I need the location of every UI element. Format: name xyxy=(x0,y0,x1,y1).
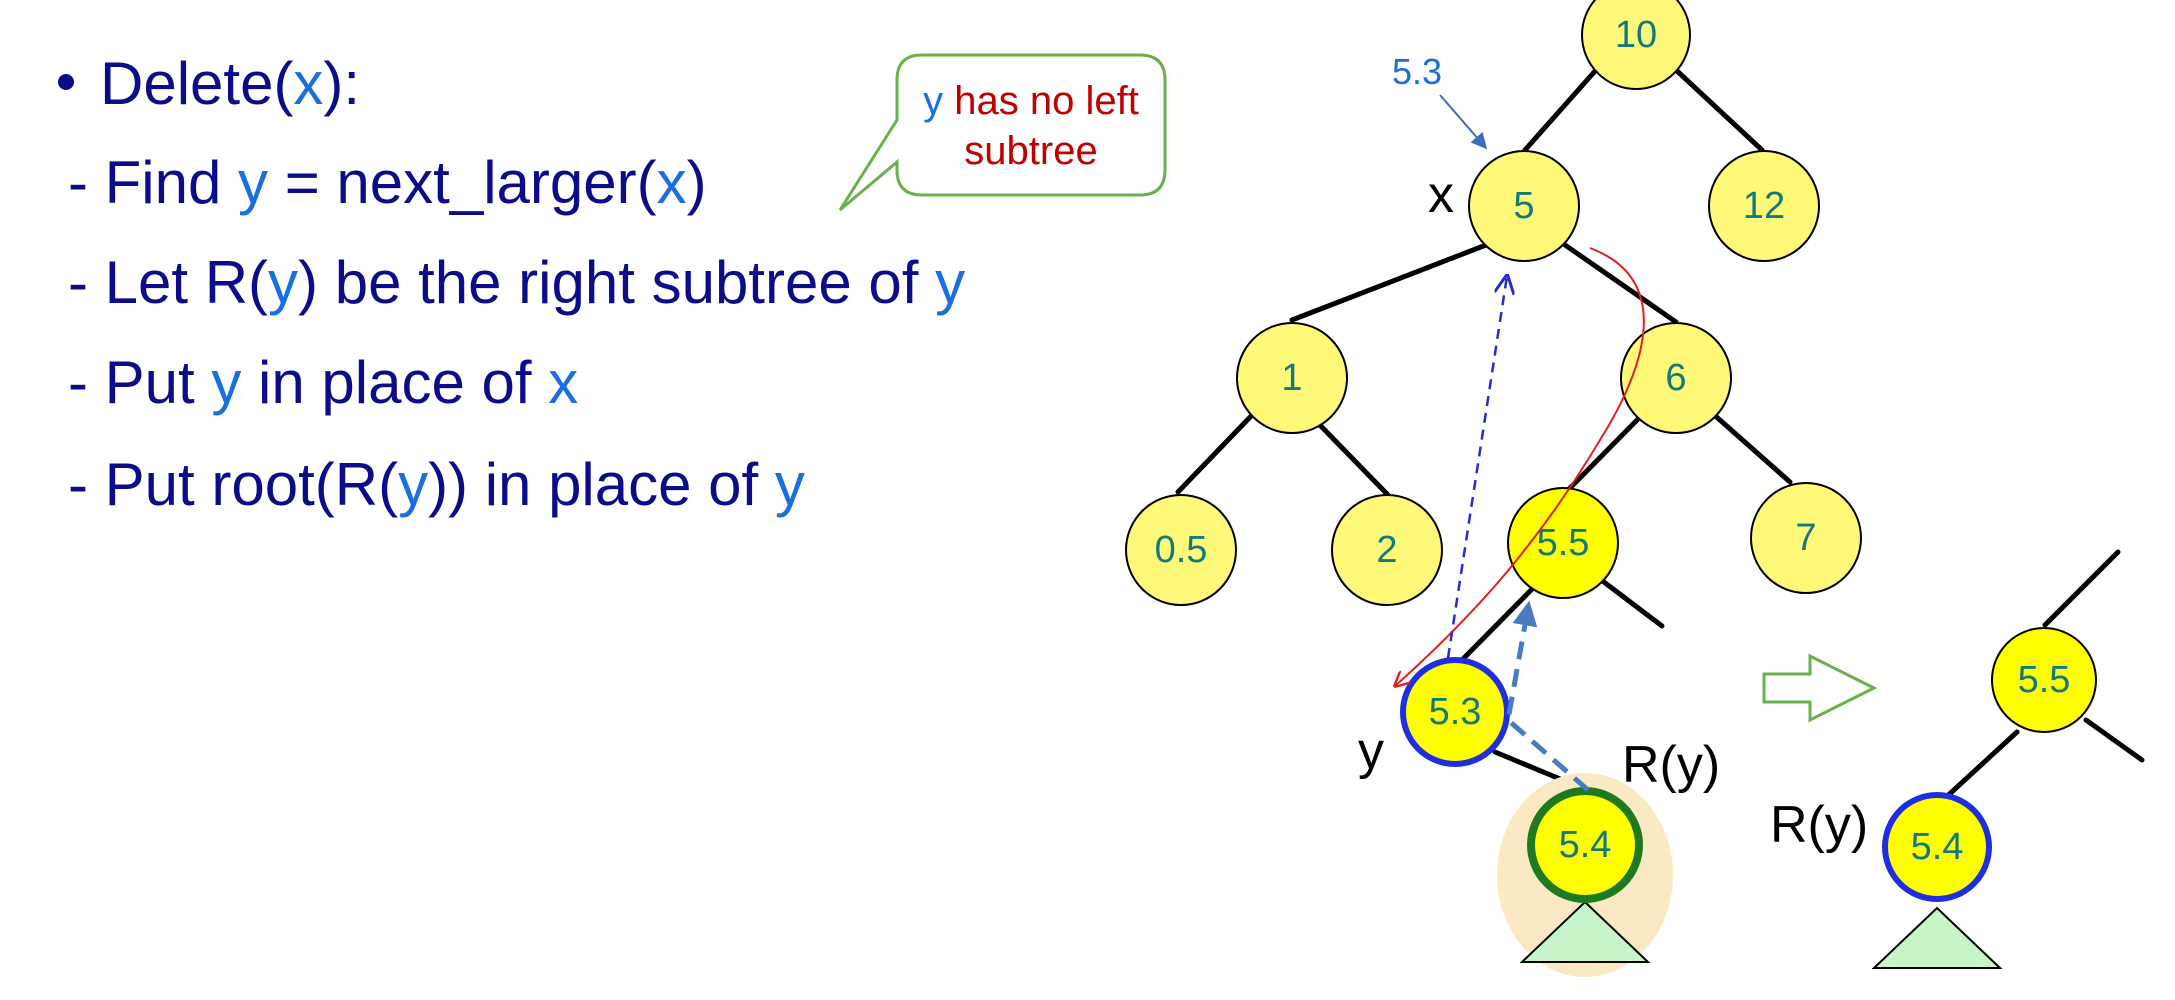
blue-dashed-arrow xyxy=(1446,276,1507,659)
node-right-5-5: 5.5 xyxy=(1991,627,2097,733)
edge-5-6 xyxy=(1562,242,1679,325)
svg-text:7: 7 xyxy=(1795,517,1816,559)
callout-shape xyxy=(838,53,1167,212)
callout-bubble: y has no left subtree xyxy=(838,53,1167,212)
svg-text:6: 6 xyxy=(1665,357,1686,399)
svg-text:2: 2 xyxy=(1376,529,1397,571)
edge-5-1 xyxy=(1289,242,1489,323)
node-right-5-4: 5.4 xyxy=(1882,792,1992,902)
label-x: x xyxy=(1428,166,1454,224)
svg-text:0.5: 0.5 xyxy=(1155,529,1208,571)
bullet-list: Delete(x): - Find y = next_larger(x) - L… xyxy=(58,50,965,518)
node-6: 6 xyxy=(1620,322,1732,434)
edge-1-2 xyxy=(1312,417,1391,498)
subtree-triangle-right xyxy=(1871,906,2003,969)
bullet-line-2: - Find y = next_larger(x) xyxy=(68,149,707,216)
node-0-5: 0.5 xyxy=(1125,494,1237,606)
transform-arrow xyxy=(1762,653,1878,723)
node-7: 7 xyxy=(1750,482,1862,594)
node-5-5: 5.5 xyxy=(1507,487,1619,599)
node-5-3: 5.3 xyxy=(1400,657,1510,767)
label-ry-right: R(y) xyxy=(1770,796,1868,854)
svg-text:5.5: 5.5 xyxy=(2018,659,2071,701)
edge-6-55 xyxy=(1565,410,1647,493)
edge-r-top-stub xyxy=(2042,549,2121,628)
svg-text:10: 10 xyxy=(1615,14,1657,56)
node-12: 12 xyxy=(1708,150,1820,262)
bullet-line-5: - Put root(R(y)) in place of y xyxy=(68,451,805,518)
svg-text:12: 12 xyxy=(1743,185,1785,227)
edge-r55-r54 xyxy=(1940,729,2020,803)
svg-text:5: 5 xyxy=(1513,185,1534,227)
edge-6-7 xyxy=(1709,410,1793,485)
red-curved-arrow xyxy=(1395,247,1645,686)
callout-line-2: subtree xyxy=(964,129,1097,173)
svg-text:5.4: 5.4 xyxy=(1559,824,1612,866)
bullet-line-4: - Put y in place of x xyxy=(68,349,578,416)
svg-text:5.4: 5.4 xyxy=(1911,826,1964,868)
svg-text:5.3: 5.3 xyxy=(1429,691,1482,733)
node-10: 10 xyxy=(1581,0,1691,90)
edge-r55-right-stub xyxy=(2083,717,2145,763)
annotation-arrow xyxy=(1439,94,1488,150)
edge-55-53 xyxy=(1459,580,1541,663)
bullet-dot xyxy=(58,74,74,90)
steel-dashed-arrow xyxy=(1505,600,1590,792)
label-ry-left: R(y) xyxy=(1622,736,1720,794)
bullet-line-1: Delete(x): xyxy=(100,50,360,117)
node-1: 1 xyxy=(1236,322,1348,434)
callout-line-1: y has no left xyxy=(923,79,1139,123)
annotation-5-3: 5.3 xyxy=(1392,51,1442,92)
svg-text:1: 1 xyxy=(1281,357,1302,399)
label-y: y xyxy=(1358,722,1384,780)
subtree-triangle-left xyxy=(1519,900,1651,963)
node-2: 2 xyxy=(1331,494,1443,606)
tree-nodes: 10 5 12 1 6 0.5 2 5.5 7 5.3 5.4 5.5 5.4 xyxy=(1125,0,2097,903)
svg-text:5.5: 5.5 xyxy=(1537,522,1590,564)
edge-10-12 xyxy=(1673,67,1765,153)
node-5-4: 5.4 xyxy=(1527,787,1643,903)
edge-1-05 xyxy=(1175,409,1258,495)
bullet-line-3: - Let R(y) be the right subtree of y xyxy=(68,249,965,316)
node-5: 5 xyxy=(1468,150,1580,262)
edge-10-5 xyxy=(1522,67,1599,153)
